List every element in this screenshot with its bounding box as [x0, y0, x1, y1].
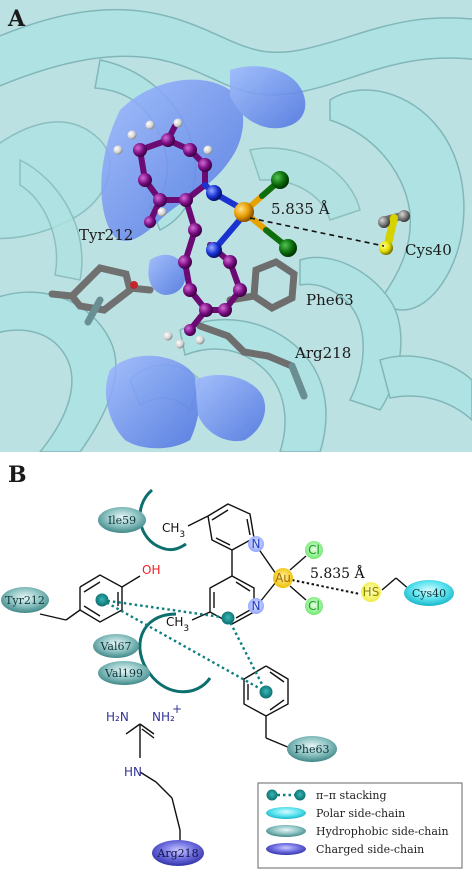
panel-a-label: A	[8, 6, 26, 32]
legend-pi-label: π–π stacking	[316, 789, 387, 802]
atom-au-label: Au	[275, 571, 291, 585]
val-contact-arc	[138, 612, 212, 694]
atom-cl-upper-label: Cl	[308, 543, 320, 557]
residue-val199-label: Val199	[104, 667, 143, 680]
residue-cys40-label: Cys40	[412, 587, 446, 600]
binding-surface	[101, 66, 306, 449]
pi-stacking-lines	[101, 598, 268, 694]
residue-phe63	[287, 736, 337, 762]
tyr212-oh-label: OH	[142, 563, 160, 577]
arg218-residue	[125, 723, 181, 842]
label-tyr212: Tyr212	[79, 226, 133, 244]
atom-n-upper-label: N	[252, 537, 261, 551]
legend-charged-label: Charged side-chain	[316, 843, 424, 856]
atom-cl-upper	[305, 541, 323, 559]
residue-val67	[93, 634, 139, 658]
interaction-diagram: 5.835 Å N N Au Cl Cl HS OH CH3 CH3 H₂N N…	[1, 488, 463, 869]
arg218-hn-label: HN	[124, 765, 142, 779]
panel-a-rendering: 5.835 Å Tyr212 Cys40 Phe63 Arg218	[0, 0, 472, 452]
legend-polar-label: Polar side-chain	[316, 807, 405, 820]
cys40-atom	[398, 210, 410, 222]
legend-hydrophobic-label: Hydrophobic side-chain	[316, 825, 449, 838]
atom-n-lower-label: N	[252, 599, 261, 613]
arg218-plus-label: +	[172, 702, 182, 716]
ligand-atoms	[113, 118, 297, 349]
tyr212-oxygen	[130, 281, 138, 289]
arg218-nh2-label: NH₂	[152, 710, 175, 724]
atom-cl-lower	[305, 597, 323, 615]
residue-tyr212-label: Tyr212	[5, 594, 45, 607]
residue-cys40	[404, 580, 454, 606]
label-phe63: Phe63	[306, 291, 354, 309]
residue-ile59	[98, 507, 146, 533]
tyr212-residue	[39, 574, 141, 623]
residue-ile59-label: Ile59	[108, 514, 136, 527]
atom-hs	[361, 582, 381, 602]
panel-b: B	[0, 452, 472, 872]
arg218-stick	[196, 322, 308, 400]
label-cys40: Cys40	[405, 241, 452, 259]
panel-b-label: B	[8, 462, 27, 488]
panel-a: 5.835 Å Tyr212 Cys40 Phe63 Arg218 A	[0, 0, 472, 452]
atom-n-upper	[248, 536, 264, 552]
ile59-contact-arc	[138, 488, 187, 552]
residue-phe63-label: Phe63	[295, 743, 330, 756]
cys40-atom	[378, 216, 390, 228]
distance-label: 5.835 Å	[271, 200, 330, 218]
arg218-h2n-label: H₂N	[106, 710, 129, 724]
methyl-upper-label: CH3	[162, 521, 185, 540]
legend: π–π stacking Polar side-chain Hydrophobi…	[257, 782, 463, 869]
label-arg218: Arg218	[294, 344, 351, 362]
au-s-distance-line	[291, 579, 361, 595]
pi-centroid-phe63	[259, 685, 273, 699]
residue-val199	[98, 661, 150, 685]
ligand-skeleton	[187, 503, 307, 625]
pi-centroid-tyr212	[95, 593, 109, 607]
residue-arg218	[152, 840, 204, 866]
atom-hs-label: HS	[363, 585, 380, 599]
residue-arg218-label: Arg218	[156, 847, 198, 860]
cys40-sulfur	[379, 241, 393, 255]
phe63-residue	[243, 665, 291, 749]
atom-au	[273, 568, 293, 588]
pi-centroid-ligand	[221, 611, 235, 625]
atom-n-lower	[248, 598, 264, 614]
methyl-lower-label: CH3	[166, 615, 189, 634]
residue-val67-label: Val67	[99, 640, 131, 653]
residue-tyr212	[1, 587, 49, 613]
b-distance-label: 5.835 Å	[310, 564, 366, 582]
distance-line	[249, 217, 385, 247]
atom-cl-lower-label: Cl	[308, 599, 320, 613]
